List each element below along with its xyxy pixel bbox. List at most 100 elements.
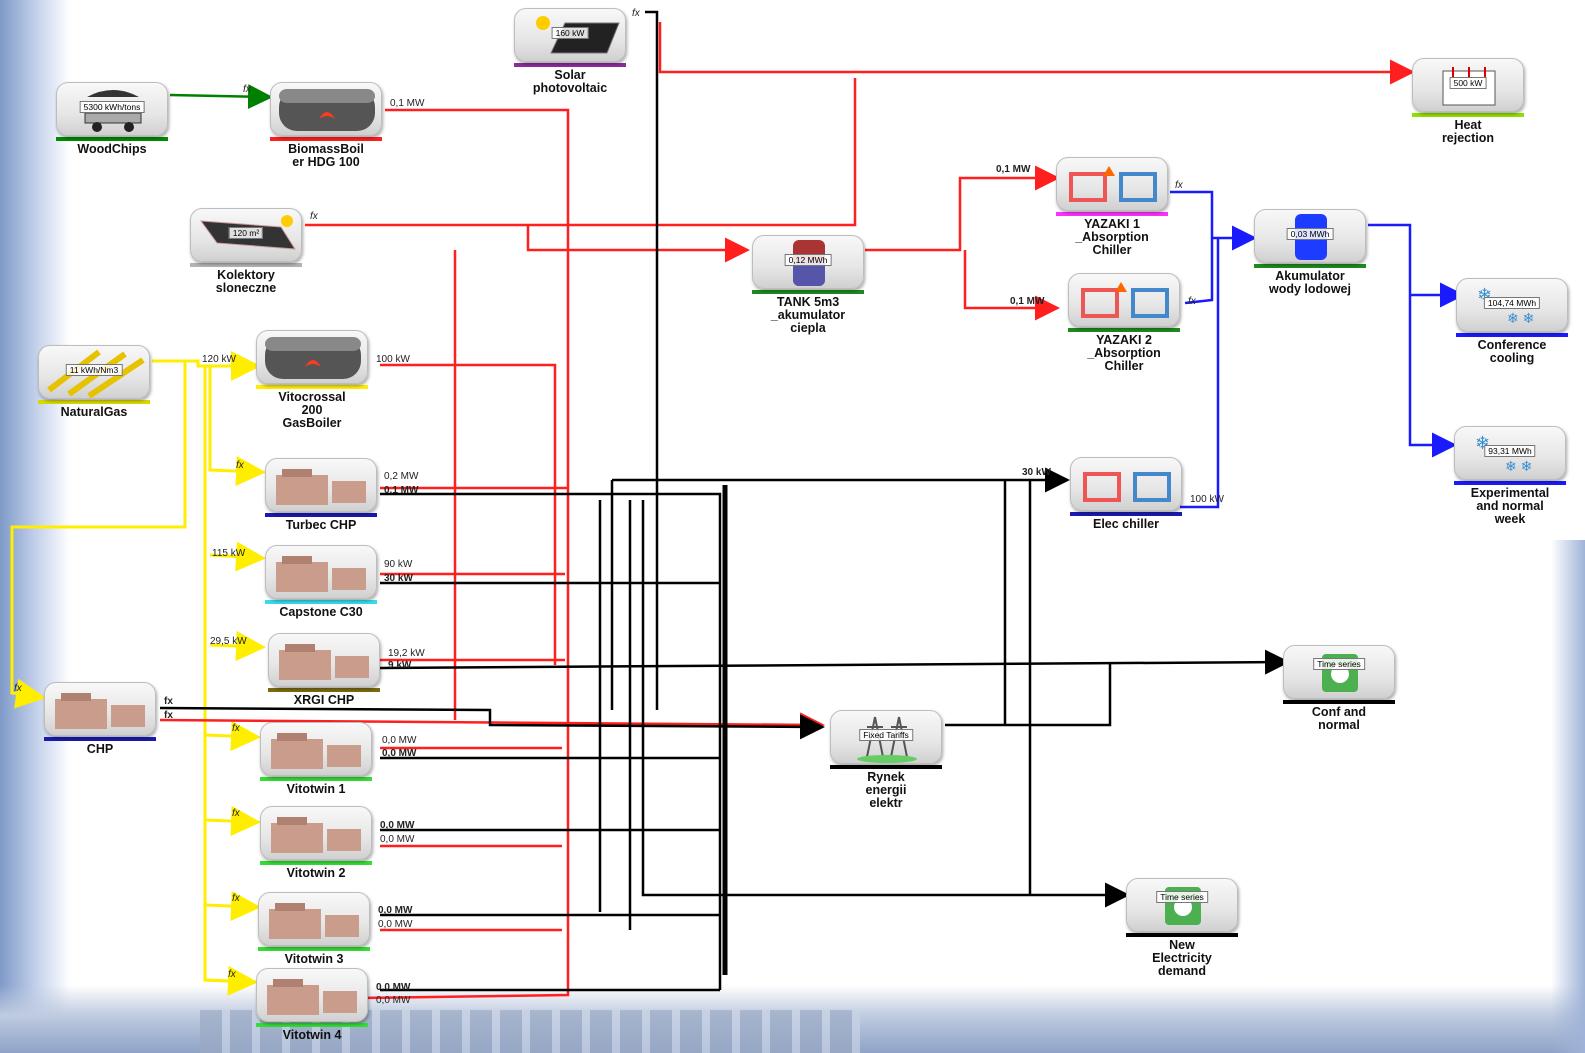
tank-bar bbox=[752, 290, 864, 294]
flow-biomass-out: 0,1 MW bbox=[390, 98, 425, 109]
vitocrossal-bar bbox=[256, 385, 368, 389]
heat-rejection-icon: 500 kW bbox=[1412, 58, 1524, 112]
node-akumulator-lodowej[interactable]: 0,03 MWh Akumulator wody lodowej bbox=[1254, 209, 1366, 296]
tank-icon: 0,12 MWh bbox=[752, 235, 864, 289]
node-heat-rejection[interactable]: 500 kW Heat rejection bbox=[1412, 58, 1524, 145]
node-conf-normal[interactable]: Time series Conf and normal bbox=[1283, 645, 1395, 732]
fx-label: fx bbox=[232, 893, 240, 904]
vitotwin1-bar bbox=[260, 777, 372, 781]
node-woodchips[interactable]: 5300 kWh/tons WoodChips bbox=[56, 82, 168, 156]
experimental-label: Experimental and normal week bbox=[1470, 486, 1550, 526]
engine-icon bbox=[258, 892, 370, 946]
node-vitocrossal[interactable]: Vitocrossal 200 GasBoiler bbox=[256, 330, 368, 430]
new-elec-bar bbox=[1126, 933, 1238, 937]
snowflake-icon: ❄ ❄ ❄ 104,74 MWh bbox=[1456, 278, 1568, 332]
capstone-bar bbox=[265, 600, 377, 604]
node-elec-chiller[interactable]: Elec chiller bbox=[1070, 457, 1182, 531]
flow-vitotwin4-b: 0,0 MW bbox=[376, 995, 411, 1006]
flow-vitotwin3-b: 0,0 MW bbox=[378, 919, 413, 930]
node-yazaki2[interactable]: YAZAKI 2 _Absorption Chiller bbox=[1068, 273, 1180, 373]
turbec-bar bbox=[265, 513, 377, 517]
node-vitotwin3[interactable]: Vitotwin 3 bbox=[258, 892, 370, 966]
elec-chiller-bar bbox=[1070, 512, 1182, 516]
natural-gas-tag: 11 kWh/Nm3 bbox=[65, 364, 123, 376]
solar-pv-tag: 160 kW bbox=[551, 27, 589, 39]
node-chp[interactable]: CHP bbox=[44, 682, 156, 756]
xrgi-bar bbox=[268, 688, 380, 692]
conf-normal-label: Conf and normal bbox=[1311, 705, 1367, 732]
node-vitotwin1[interactable]: Vitotwin 1 bbox=[260, 722, 372, 796]
flow-vitotwin2-b: 0,0 MW bbox=[380, 834, 415, 845]
flow-vitotwin4-a: 0,0 MW bbox=[376, 982, 411, 993]
node-capstone[interactable]: Capstone C30 bbox=[265, 545, 377, 619]
engine-icon bbox=[256, 968, 368, 1022]
rynek-bar bbox=[830, 765, 942, 769]
flow-vitotwin1-a: 0,0 MW bbox=[382, 735, 417, 746]
vitotwin4-bar bbox=[256, 1023, 368, 1027]
gas-pipes-icon: 11 kWh/Nm3 bbox=[38, 345, 150, 399]
woodchips-icon: 5300 kWh/tons bbox=[56, 82, 168, 136]
node-vitotwin4[interactable]: Vitotwin 4 bbox=[256, 968, 368, 1042]
experimental-bar bbox=[1454, 481, 1566, 485]
flow-yazaki1-in: 0,1 MW bbox=[996, 164, 1031, 175]
node-biomass-boiler[interactable]: BiomassBoil er HDG 100 bbox=[270, 82, 382, 169]
node-turbec-chp[interactable]: Turbec CHP bbox=[265, 458, 377, 532]
capstone-label: Capstone C30 bbox=[279, 605, 363, 619]
node-experimental[interactable]: ❄ ❄ ❄ 93,31 MWh Experimental and normal … bbox=[1454, 426, 1566, 526]
node-rynek-energii[interactable]: Fixed Tariffs Rynek energii elektr bbox=[830, 710, 942, 810]
engine-icon bbox=[265, 545, 377, 599]
conference-bar bbox=[1456, 333, 1568, 337]
node-solar-pv[interactable]: 160 kW Solar photovoltaic bbox=[514, 8, 626, 95]
heat-rejection-tag: 500 kW bbox=[1449, 77, 1487, 89]
yazaki1-bar bbox=[1056, 212, 1168, 216]
fx-label: fx bbox=[14, 683, 22, 694]
node-natural-gas[interactable]: 11 kWh/Nm3 NaturalGas bbox=[38, 345, 150, 419]
kolektory-label: Kolektory sloneczne bbox=[215, 268, 277, 295]
conference-tag: 104,74 MWh bbox=[1483, 297, 1541, 309]
solar-panel-icon: 160 kW bbox=[514, 8, 626, 62]
akumulator-lod-label: Akumulator wody lodowej bbox=[1269, 269, 1351, 296]
node-vitotwin2[interactable]: Vitotwin 2 bbox=[260, 806, 372, 880]
solar-pv-label: Solar photovoltaic bbox=[532, 68, 608, 95]
natural-gas-bar bbox=[38, 400, 150, 404]
chp-bar bbox=[44, 737, 156, 741]
flow-capstone-fuel: 115 kW bbox=[212, 548, 246, 559]
power-pylon-icon: Fixed Tariffs bbox=[830, 710, 942, 764]
heat-rejection-bar bbox=[1412, 113, 1524, 117]
new-elec-label: New Electricity demand bbox=[1152, 938, 1212, 978]
flow-vitotwin1-b: 0,0 MW bbox=[382, 748, 417, 759]
vitotwin4-label: Vitotwin 4 bbox=[282, 1028, 342, 1042]
kolektory-bar bbox=[190, 263, 302, 267]
flow-capstone-heat: 90 kW bbox=[384, 559, 413, 570]
engine-icon bbox=[265, 458, 377, 512]
vitotwin2-label: Vitotwin 2 bbox=[286, 866, 346, 880]
engine-icon bbox=[260, 806, 372, 860]
fuel-lines bbox=[10, 351, 266, 996]
background-right-edge bbox=[1551, 540, 1585, 1053]
electricity-lines bbox=[159, 10, 1290, 992]
solar-collector-icon: 120 m² bbox=[190, 208, 302, 262]
fx-label: fx bbox=[232, 808, 240, 819]
svg-text:❄ ❄: ❄ ❄ bbox=[1505, 458, 1532, 474]
yazaki2-bar bbox=[1068, 328, 1180, 332]
fx-label: fx bbox=[632, 8, 640, 19]
flow-turbec-elec: 0,1 MW bbox=[384, 485, 419, 496]
fx-label: fx bbox=[243, 84, 251, 95]
node-xrgi[interactable]: XRGI CHP bbox=[268, 633, 380, 707]
flow-xrgi-heat: 19,2 kW bbox=[388, 648, 425, 659]
flow-elec-chiller-out: 100 kW bbox=[1190, 494, 1224, 505]
tank-label: TANK 5m3 _akumulator ciepla bbox=[770, 295, 846, 335]
fx-label: fx bbox=[228, 969, 236, 980]
fx-label: fx bbox=[1188, 296, 1196, 307]
node-new-electricity[interactable]: Time series New Electricity demand bbox=[1126, 878, 1238, 978]
node-conference-cooling[interactable]: ❄ ❄ ❄ 104,74 MWh Conference cooling bbox=[1456, 278, 1568, 365]
node-tank[interactable]: 0,12 MWh TANK 5m3 _akumulator ciepla bbox=[752, 235, 864, 335]
vitotwin3-bar bbox=[258, 947, 370, 951]
absorption-chiller-icon bbox=[1056, 157, 1168, 211]
node-kolektory[interactable]: 120 m² Kolektory sloneczne bbox=[190, 208, 302, 295]
fx-label: fx bbox=[164, 710, 173, 721]
power-socket-icon: Time series bbox=[1283, 645, 1395, 699]
node-yazaki1[interactable]: YAZAKI 1 _Absorption Chiller bbox=[1056, 157, 1168, 257]
conf-normal-bar bbox=[1283, 700, 1395, 704]
